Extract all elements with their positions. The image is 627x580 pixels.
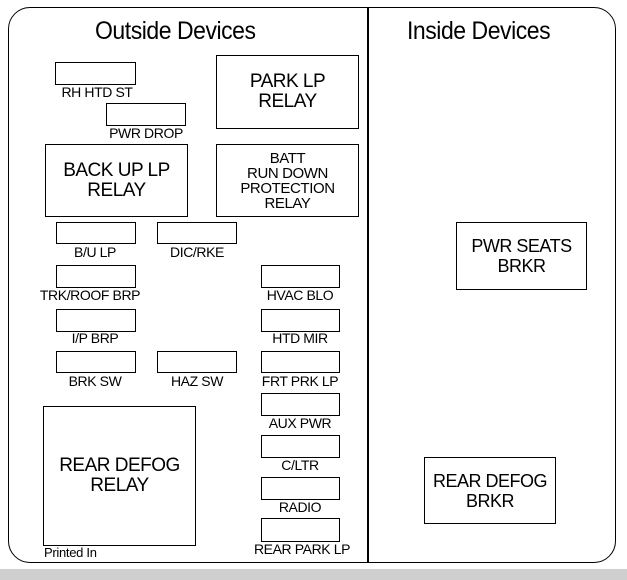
fuse-b-u-lp	[56, 222, 136, 244]
fuse-dic-rke	[157, 222, 237, 244]
fuse-trk-roof-brp	[56, 265, 136, 288]
fuse-label-b-u-lp: B/U LP	[74, 244, 116, 260]
fuse-label-haz-sw: HAZ SW	[170, 373, 224, 389]
back-up-lp-relay: BACK UP LP RELAY	[45, 144, 188, 217]
rear-defog-relay: REAR DEFOG RELAY	[43, 406, 196, 546]
fuse-htd-mir	[261, 309, 340, 332]
fuse-hvac-blo	[261, 265, 340, 288]
fuse-block-outline	[8, 7, 616, 563]
fuse-label-radio: RADIO	[278, 499, 322, 515]
fuse-c-ltr	[261, 435, 340, 458]
fuse-frt-prk-lp	[261, 351, 340, 373]
fuse-label-i-p-brp: I/P BRP	[71, 330, 119, 346]
fuse-brk-sw	[56, 351, 136, 373]
fuse-label-frt-prk-lp: FRT PRK LP	[261, 373, 339, 389]
fuse-rear-park-lp	[261, 518, 340, 542]
fuse-label-hvac-blo: HVAC BLO	[266, 287, 334, 303]
fuse-label-htd-mir: HTD MIR	[272, 330, 328, 346]
batt-run-down-protection-relay: BATT RUN DOWN PROTECTION RELAY	[216, 144, 359, 217]
pwr-seats-breaker: PWR SEATS BRKR	[456, 222, 587, 290]
fuse-label-dic-rke: DIC/RKE	[170, 244, 224, 260]
fuse-i-p-brp	[56, 309, 136, 332]
rear-defog-breaker: REAR DEFOG BRKR	[424, 457, 556, 524]
printed-in-text: Printed In	[44, 545, 97, 560]
bottom-gray-bar	[0, 569, 627, 580]
outside-devices-title: Outside Devices	[95, 17, 256, 45]
fuse-label-rh-htd-st: RH HTD ST	[61, 84, 133, 100]
fuse-rh-htd-st	[55, 62, 136, 85]
fuse-haz-sw	[157, 351, 237, 373]
fuse-pwr-drop	[106, 103, 186, 126]
fuse-label-pwr-drop: PWR DROP	[109, 125, 183, 141]
inside-devices-title: Inside Devices	[407, 17, 551, 45]
section-divider	[367, 7, 369, 563]
fuse-label-brk-sw: BRK SW	[68, 373, 122, 389]
park-lp-relay: PARK LP RELAY	[216, 55, 359, 129]
fuse-label-trk-roof-brp: TRK/ROOF BRP	[39, 287, 141, 303]
fuse-label-rear-park-lp: REAR PARK LP	[253, 541, 351, 557]
fuse-label-aux-pwr: AUX PWR	[268, 415, 332, 431]
fuse-radio	[261, 477, 340, 500]
fuse-label-c-ltr: C/LTR	[281, 457, 319, 473]
fuse-aux-pwr	[261, 393, 340, 416]
